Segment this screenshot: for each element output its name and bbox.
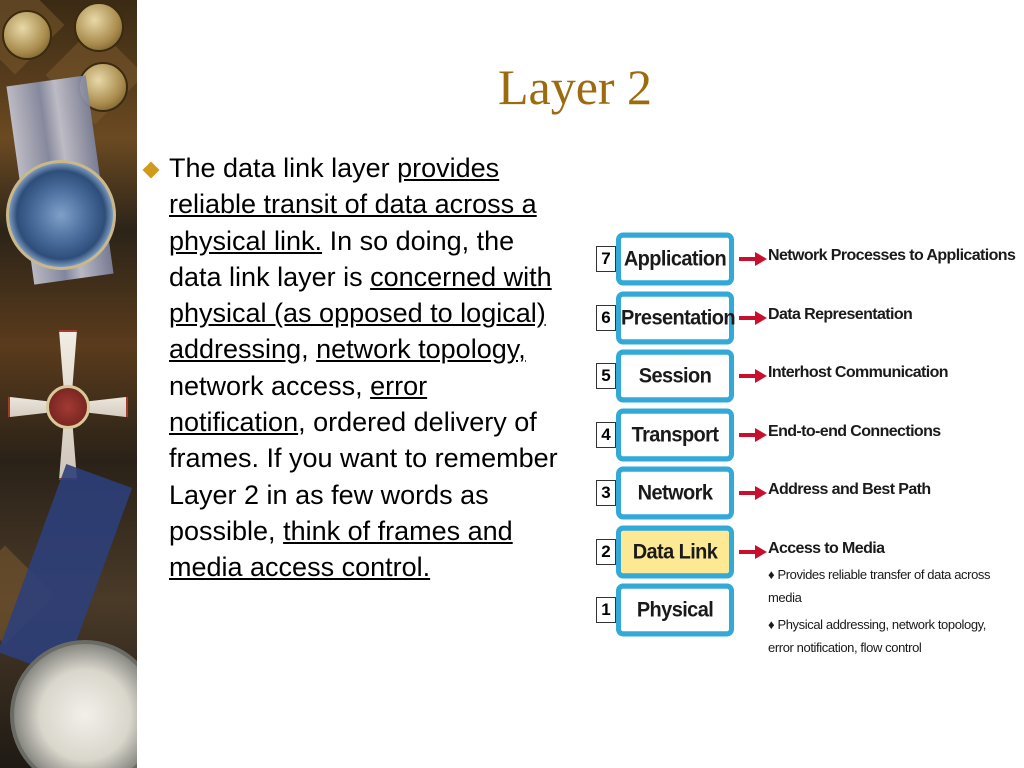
underlined-phrase: error notification	[169, 370, 428, 438]
layer-number: 1	[596, 597, 616, 623]
brass-button-icon	[74, 2, 124, 52]
layer-description: Network Processes to Applications	[768, 247, 1016, 264]
layer-number: 3	[596, 480, 616, 506]
slide-title: Layer 2	[497, 59, 653, 115]
arrow-right-icon	[739, 486, 767, 500]
layer-description: Interhost Communication	[768, 364, 949, 381]
text-phrase: , ordered delivery of frames. If you wan…	[169, 407, 558, 546]
underlined-phrase: think of frames and media access control…	[169, 515, 513, 583]
underlined-phrase: network topology,	[316, 334, 526, 365]
layer-name-box: Transport	[616, 408, 734, 461]
bullet-diamond-icon	[142, 161, 160, 179]
layer-number: 7	[596, 246, 616, 272]
rosette-medal-icon	[6, 160, 116, 270]
underlined-phrase: concerned with physical (as opposed to l…	[169, 261, 552, 365]
layer-name-box: Data Link	[616, 525, 734, 578]
text-phrase: network access,	[169, 370, 371, 401]
layer-name-box: Physical	[616, 583, 734, 637]
text-phrase: ,	[301, 334, 317, 365]
arrow-right-icon	[739, 310, 767, 325]
data-link-detail: ♦ Provides reliable transfer of data acr…	[768, 566, 991, 605]
arrow-right-icon	[739, 544, 767, 559]
brass-button-icon	[2, 10, 52, 60]
bullet-text: The data link layer provides reliable tr…	[169, 150, 569, 586]
layer-number: 6	[596, 304, 616, 331]
text-phrase: The data link layer	[169, 153, 398, 183]
layer-description: Access to Media	[768, 539, 885, 557]
compass-icon	[10, 640, 137, 768]
underlined-phrase: provides reliable transit of data across…	[169, 153, 537, 256]
arrow-right-icon	[739, 252, 767, 266]
data-link-detail: ♦ Physical addressing, network topology,…	[768, 616, 987, 655]
layer-name-box: Session	[616, 349, 734, 403]
layer-number: 2	[596, 538, 616, 565]
layer-number: 5	[596, 363, 616, 389]
layer-description: End-to-end Connections	[768, 422, 941, 440]
layer-number: 4	[596, 421, 616, 448]
layer-description: Data Representation	[768, 305, 913, 323]
layer-name-box: Presentation	[616, 291, 736, 344]
arrow-right-icon	[739, 369, 767, 383]
arrow-right-icon	[739, 427, 767, 442]
decorative-medal-collage	[0, 0, 137, 768]
layer-name-box: Application	[616, 232, 734, 286]
layer-name-box: Network	[616, 466, 734, 520]
layer-description: Address and Best Path	[768, 481, 931, 498]
text-phrase: In so doing, the data link layer is	[169, 225, 515, 292]
cross-medal-icon	[8, 330, 128, 480]
